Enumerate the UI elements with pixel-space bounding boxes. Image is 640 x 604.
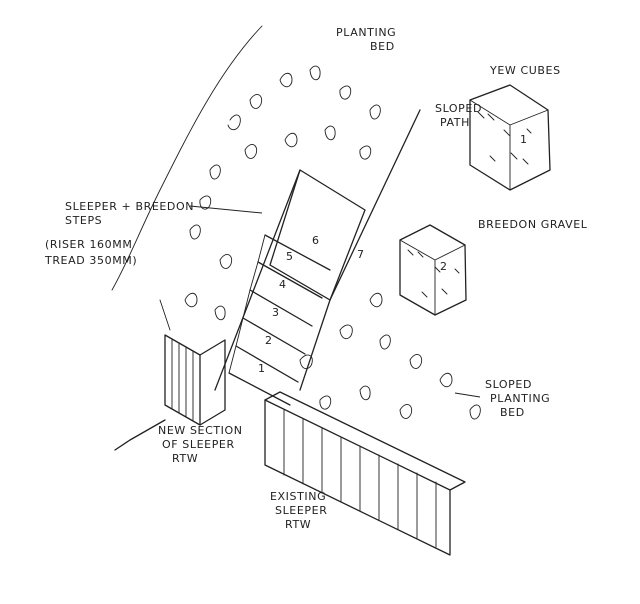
new-sleeper-wall [164,334,226,426]
planting-bed-label-line-2: BED [370,40,395,53]
planting-bed-label-line-1: PLANTING [336,26,396,39]
step-number-7: 7 [357,248,365,261]
existing-sleeper-wall [264,391,466,556]
lower-planting-bed [299,292,481,420]
steps-label-line-3: (RISER 160MM [45,238,132,251]
step-number-1: 1 [258,362,266,375]
yew-cube-1 [469,84,551,191]
step-number-6: 6 [312,234,320,247]
existing-label-line-3: RTW [285,518,311,531]
sloped-planting-bed-label-line-1: SLOPED [485,378,532,391]
yew-cubes-label: YEW CUBES [489,64,561,77]
sloped-path-label-line-1: SLOPED [435,102,482,115]
existing-label-line-2: SLEEPER [275,504,327,517]
steps [228,169,366,406]
ground-outline [111,25,263,451]
breedon-gravel-label: BREEDON GRAVEL [478,218,588,231]
planting-bed-shrubs [184,65,381,321]
sloped-path-label-line-2: PATH [440,116,470,129]
sloped-planting-bed-label-line-2: PLANTING [490,392,550,405]
steps-label-line-1: SLEEPER + BREEDON [65,200,194,213]
path-edges [214,109,421,391]
new-section-label-line-2: OF SLEEPER [162,438,235,451]
steps-label-line-2: STEPS [65,214,102,227]
cube-number-2: 2 [440,260,448,273]
leader-lines [189,205,481,398]
step-number-3: 3 [272,306,280,319]
step-number-5: 5 [286,250,294,263]
step-number-4: 4 [279,278,287,291]
cube-number-1: 1 [520,133,528,146]
steps-label-line-4: TREAD 350MM) [44,254,137,267]
new-section-label-line-1: NEW SECTION [158,424,243,437]
new-section-label-line-3: RTW [172,452,198,465]
existing-label-line-1: EXISTING [270,490,326,503]
yew-cube-2 [399,224,467,316]
step-number-2: 2 [265,334,273,347]
sloped-planting-bed-label-line-3: BED [500,406,525,419]
